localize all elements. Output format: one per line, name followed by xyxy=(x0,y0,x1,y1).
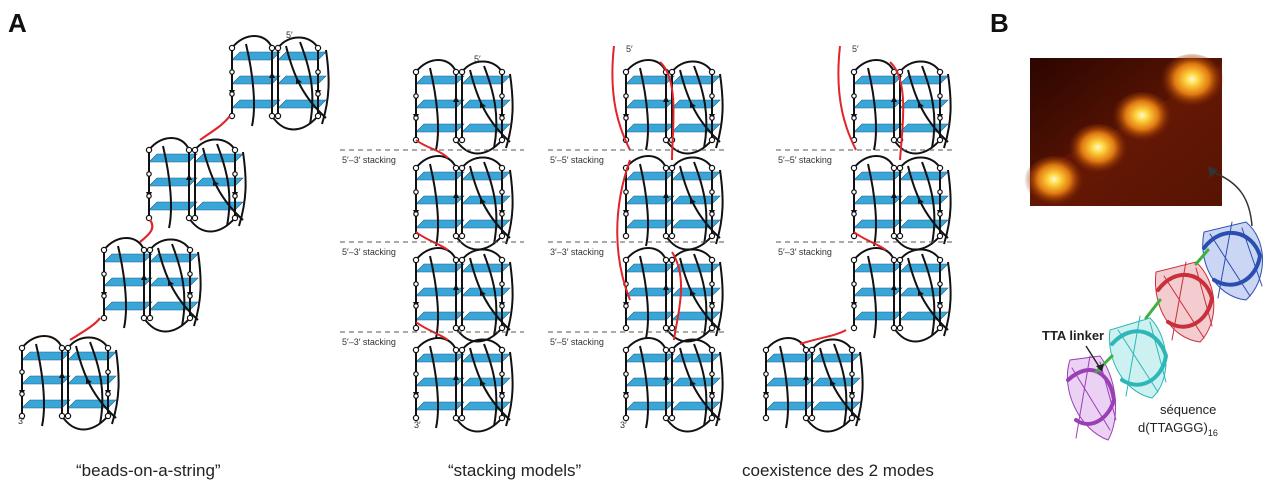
caption-beads: “beads-on-a-string” xyxy=(76,461,221,480)
five-prime-label: 5′ xyxy=(852,44,859,54)
stacking-label: 5′–3′ stacking xyxy=(778,247,832,257)
strand-cyan xyxy=(1108,315,1169,399)
three-prime-label: 3′ xyxy=(18,416,25,426)
tta-linker-pointer xyxy=(1085,345,1101,369)
quadruplex-unit xyxy=(100,237,202,333)
quadruplex-unit xyxy=(145,137,247,233)
stacking-label: 5′–3′ stacking xyxy=(342,155,396,165)
panel-label-b: B xyxy=(990,8,1009,38)
panel-label-a: A xyxy=(8,8,27,38)
sequence-label: séquence xyxy=(1160,402,1216,417)
stacking-model-column-2: 5′ 3′ xyxy=(611,44,724,433)
stacking-label: 5′–5′ stacking xyxy=(778,155,832,165)
arrow-to-afm xyxy=(1211,171,1253,227)
quadruplex-unit xyxy=(228,35,330,131)
arrowhead xyxy=(1208,166,1218,178)
beads-on-a-string-model: 5′ 3′ xyxy=(18,30,330,431)
five-prime-label: 5′ xyxy=(474,54,481,64)
five-prime-label: 5′ xyxy=(286,30,293,40)
five-prime-label: 5′ xyxy=(626,44,633,54)
strand-red xyxy=(1154,261,1215,343)
sequence-formula: d(TTAGGG) xyxy=(1138,420,1208,435)
strand-purple xyxy=(1066,355,1117,441)
caption-coexistence: coexistence des 2 modes xyxy=(742,461,934,480)
tta-linker-label: TTA linker xyxy=(1042,328,1104,343)
stacking-label: 5′–3′ stacking xyxy=(342,247,396,257)
ttalinker-connectors xyxy=(69,115,231,341)
quadruplex-unit xyxy=(18,335,120,431)
stacking-label: 5′–5′ stacking xyxy=(550,155,604,165)
stacking-model-column-1: 5′ 3′ xyxy=(412,54,514,433)
three-prime-label: 3′ xyxy=(620,420,627,430)
three-prime-label: 3′ xyxy=(414,420,421,430)
caption-stacking: “stacking models” xyxy=(448,461,582,480)
stacking-label: 5′–5′ stacking xyxy=(550,337,604,347)
stacking-label: 3′–3′ stacking xyxy=(550,247,604,257)
tta-pointer-head xyxy=(1096,364,1104,372)
sequence-subscript: 16 xyxy=(1208,428,1218,438)
afm-image xyxy=(1024,54,1224,208)
stacking-separators xyxy=(340,149,956,333)
molecular-structure xyxy=(1066,221,1263,441)
coexistence-model: 5′ xyxy=(762,44,952,433)
stacking-label: 5′–3′ stacking xyxy=(342,337,396,347)
sequence-formula-text: d(TTAGGG)16 xyxy=(1138,420,1218,438)
strand-blue xyxy=(1202,221,1263,301)
